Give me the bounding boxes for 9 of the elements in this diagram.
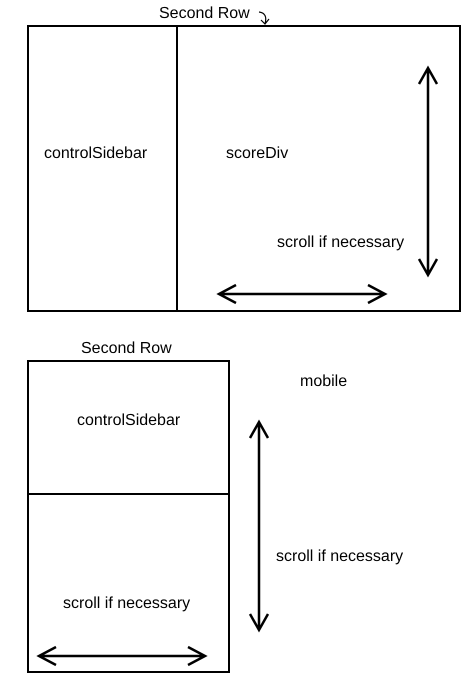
panel-label: controlSidebar <box>44 145 148 163</box>
heading: Second Row <box>159 5 250 23</box>
heading: Second Row <box>81 340 172 358</box>
panel-label: controlSidebar <box>77 412 180 430</box>
scroll-note: scroll if necessary <box>277 234 404 252</box>
scroll-note: scroll if necessary <box>276 548 404 566</box>
caption: mobile <box>300 373 348 391</box>
scroll-note: scroll if necessary <box>63 595 190 613</box>
panel-label: scoreDiv <box>226 145 288 163</box>
